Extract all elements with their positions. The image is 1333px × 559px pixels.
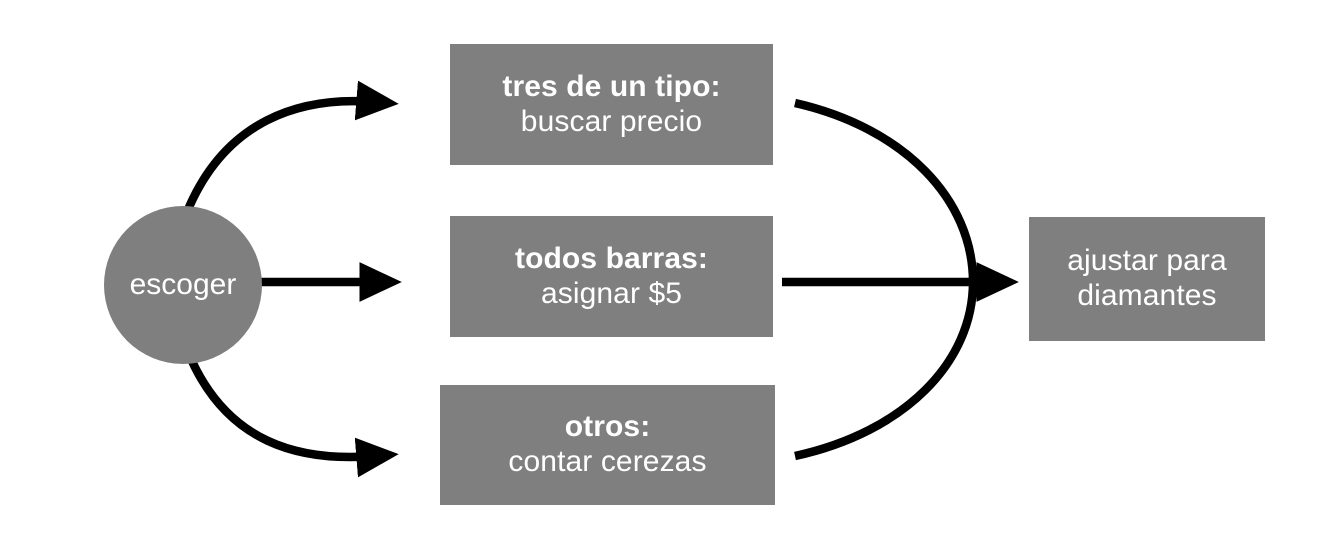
branch-condition-label: tres de un tipo: xyxy=(502,69,721,103)
merge-curve-icon xyxy=(794,98,978,461)
branch-arrow-bottom-icon xyxy=(184,350,399,478)
branch-action-label: asignar $5 xyxy=(540,276,683,310)
end-node-adjust-for-diamonds[interactable]: ajustar para diamantes xyxy=(1029,217,1265,341)
start-node-label: escoger xyxy=(129,268,237,301)
branch-action-label: buscar precio xyxy=(520,104,703,138)
branch-node-others[interactable]: otros: contar cerezas xyxy=(440,385,775,505)
branch-condition-label: otros: xyxy=(564,410,651,444)
branch-node-three-of-kind[interactable]: tres de un tipo: buscar precio xyxy=(450,44,773,165)
start-node-escoger[interactable]: escoger xyxy=(104,206,262,364)
end-node-label-line1: ajustar para xyxy=(1067,244,1227,278)
branch-arrow-top-icon xyxy=(183,80,399,214)
branch-condition-label: todos barras: xyxy=(514,241,708,275)
branch-action-label: contar cerezas xyxy=(508,445,707,478)
branch-node-all-bars[interactable]: todos barras: asignar $5 xyxy=(450,216,773,337)
end-node-label-line2: diamantes xyxy=(1077,279,1217,312)
